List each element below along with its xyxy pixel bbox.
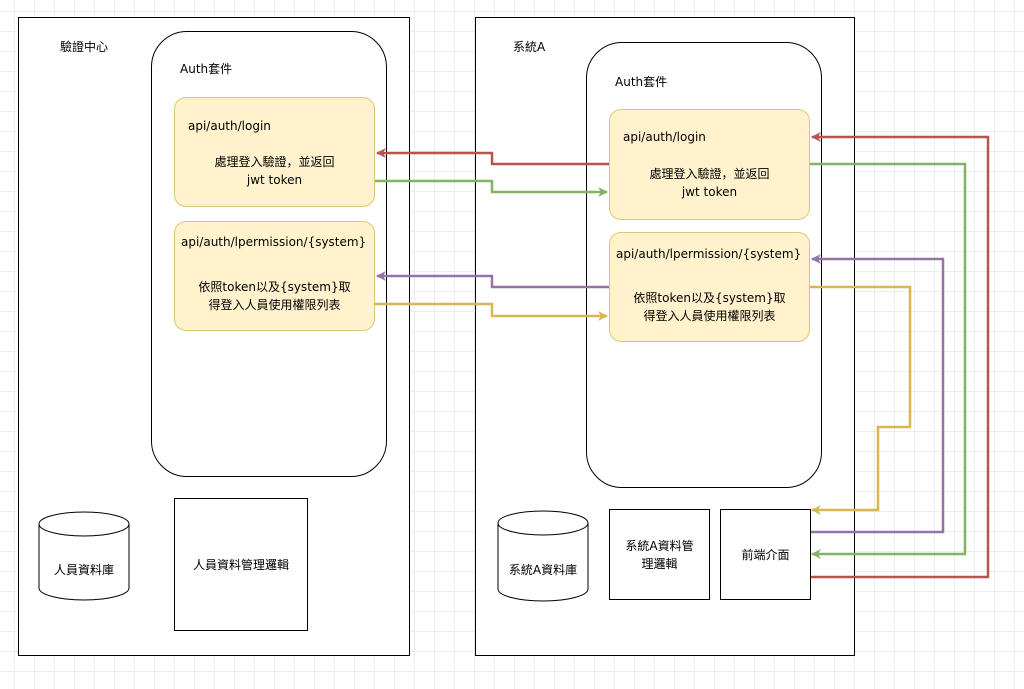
system-a-title: 系統A <box>513 40 546 54</box>
auth-center-title: 驗證中心 <box>60 40 109 54</box>
system-a-logic-line1: 系統A資料管 <box>625 538 694 553</box>
system-a-permission-desc-line1: 依照token以及{system}取 <box>633 291 786 305</box>
login-api-desc-line2: jwt token <box>246 173 303 187</box>
auth-center-logic-box: 人員資料管理邏輯 <box>174 498 308 631</box>
frontend-permission-response-arrow <box>810 285 912 515</box>
system-a-permission-api[interactable]: api/auth/lpermission/{system} 依照token以及{… <box>609 232 810 342</box>
system-a-logic-line2: 理邏輯 <box>641 556 678 571</box>
system-a-login-desc-line1: 處理登入驗證，並返回 <box>649 167 770 181</box>
auth-center-database: 人員資料庫 <box>38 511 130 601</box>
system-a-login-api[interactable]: api/auth/login 處理登入驗證，並返回 jwt token <box>609 109 810 220</box>
system-a-database: 系統A資料庫 <box>497 510 589 602</box>
system-a-frontend-label: 前端介面 <box>741 547 790 562</box>
permission-api-desc-line1: 依照token以及{system}取 <box>198 280 351 294</box>
system-a-permission-desc-line2: 得登入人員使用權限列表 <box>643 309 776 323</box>
permission-response-arrow <box>375 302 608 321</box>
permission-api-path: api/auth/lpermission/{system} <box>181 235 367 249</box>
system-a-logic-box: 系統A資料管 理邏輯 <box>609 509 710 600</box>
permission-api-desc-line2: 得登入人員使用權限列表 <box>208 298 341 312</box>
login-api-path: api/auth/login <box>188 119 271 133</box>
auth-center-logic-label: 人員資料管理邏輯 <box>192 557 289 572</box>
login-request-arrow <box>376 148 609 166</box>
auth-center-permission-api[interactable]: api/auth/lpermission/{system} 依照token以及{… <box>174 221 375 331</box>
auth-center-database-label: 人員資料庫 <box>53 563 114 577</box>
frontend-login-response-arrow <box>810 162 967 559</box>
login-api-desc-line1: 處理登入驗證，並返回 <box>214 155 335 169</box>
auth-center-package-title: Auth套件 <box>180 62 233 76</box>
system-a-database-label: 系統A資料庫 <box>508 563 578 577</box>
system-a-login-desc-line2: jwt token <box>681 185 738 199</box>
frontend-permission-request-arrow <box>811 254 945 534</box>
system-a-frontend-box[interactable]: 前端介面 <box>720 509 811 600</box>
database-icon <box>497 510 589 602</box>
system-a-permission-api-path: api/auth/lpermission/{system} <box>616 247 802 261</box>
auth-center-login-api[interactable]: api/auth/login 處理登入驗證，並返回 jwt token <box>174 97 375 207</box>
login-response-arrow <box>375 179 608 197</box>
database-icon <box>38 511 130 601</box>
frontend-login-request-arrow <box>811 132 990 579</box>
system-a-package-title: Auth套件 <box>615 75 668 89</box>
system-a-login-api-path: api/auth/login <box>623 130 706 144</box>
permission-request-arrow <box>376 271 609 289</box>
